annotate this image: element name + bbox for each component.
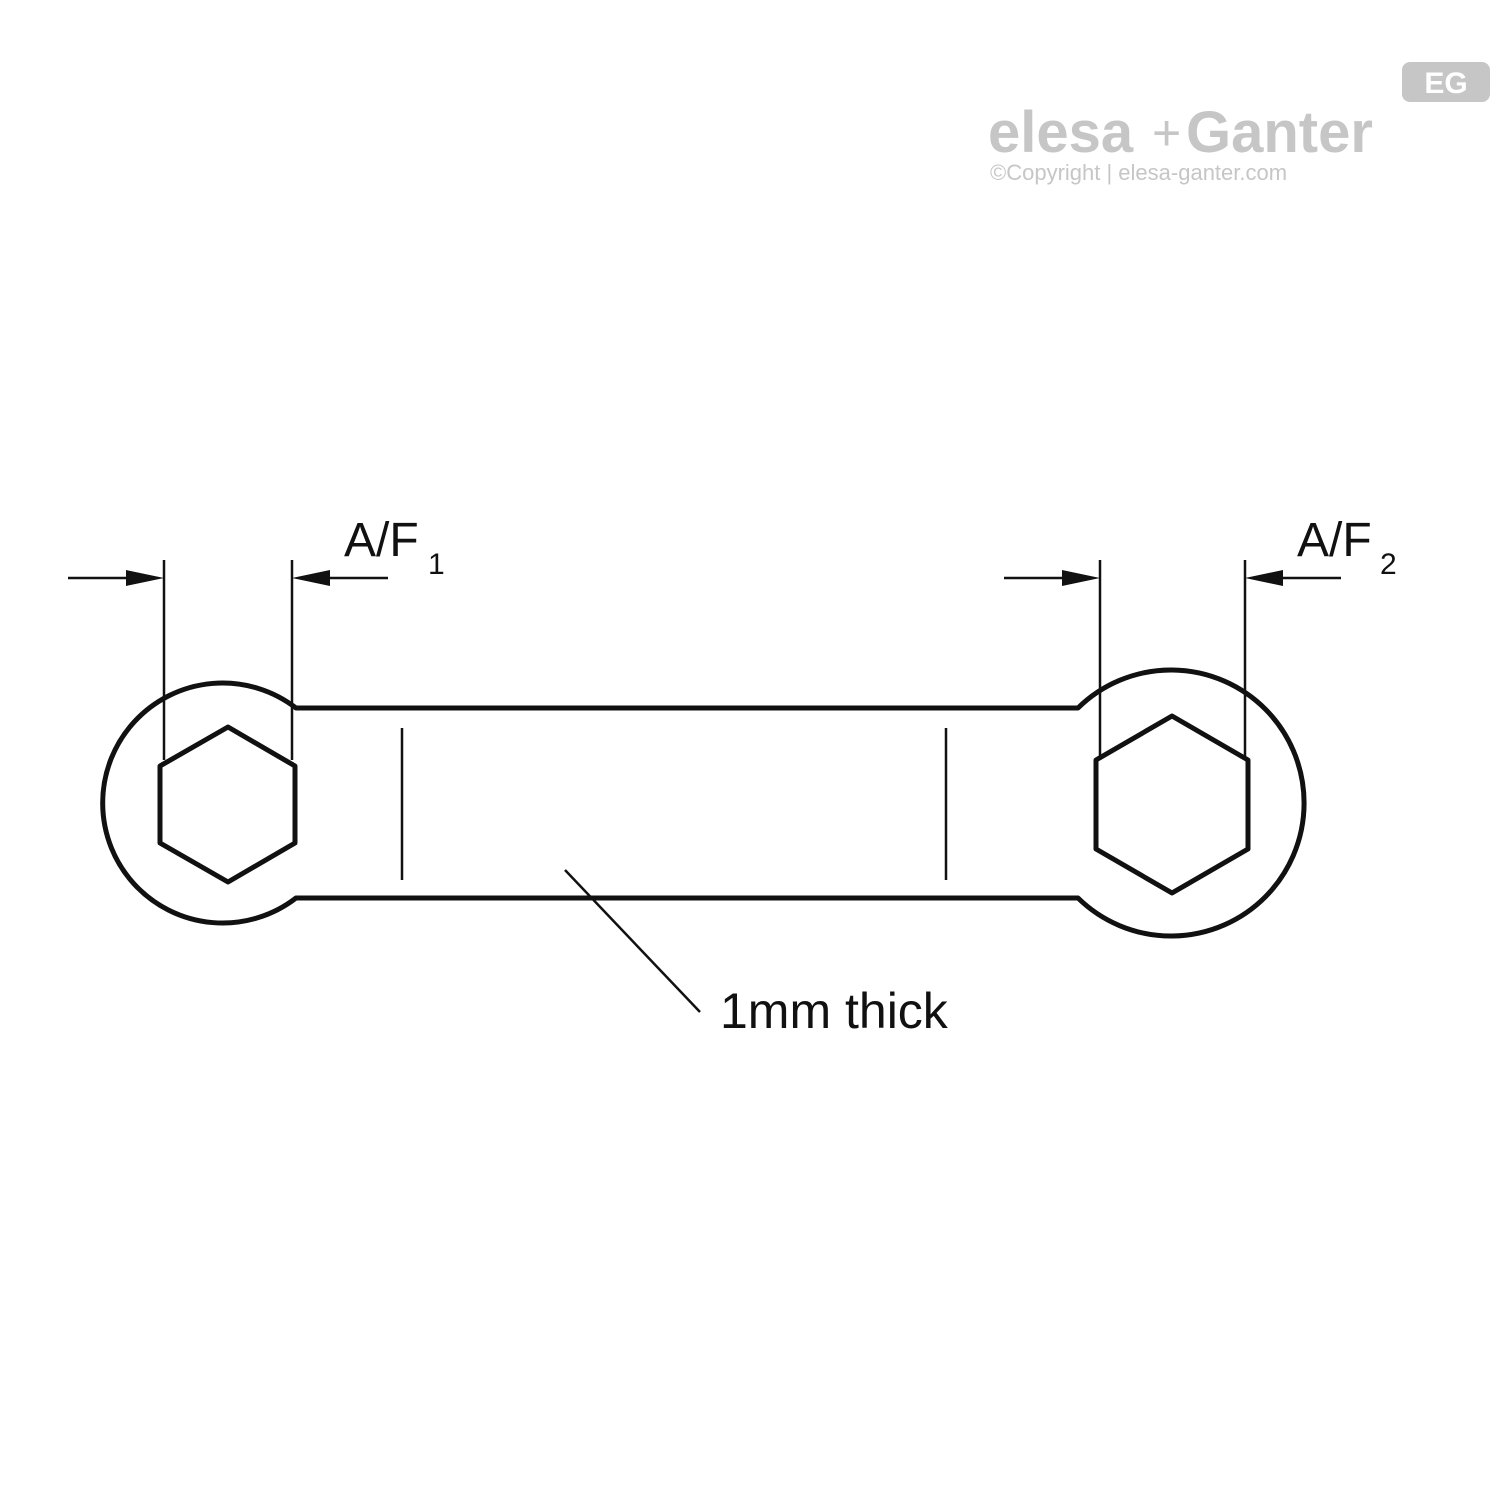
brand-plus-sign: + (1152, 105, 1181, 161)
copyright-notice: ©Copyright | elesa-ganter.com (990, 160, 1287, 185)
dimension-af2: A/F 2 (1004, 514, 1397, 760)
dimension-af1: A/F 1 (68, 514, 445, 760)
left-hex-hole (157, 724, 298, 885)
brand-name-ganter: Ganter (1186, 100, 1373, 165)
right-hex-hole (1093, 713, 1251, 896)
dimension-arrowhead (126, 570, 164, 586)
brand-badge: EG (1402, 62, 1490, 102)
brand-logo: EG elesa + Ganter ©Copyright | elesa-gan… (988, 62, 1490, 185)
dimension-subscript-af2: 2 (1380, 548, 1397, 581)
callout-leader-line (564, 869, 701, 1013)
dimension-arrowhead (292, 570, 330, 586)
dimension-label-af1: A/F (344, 514, 419, 567)
brand-badge-text: EG (1424, 67, 1467, 100)
thickness-callout-text: 1mm thick (720, 983, 949, 1039)
dimension-subscript-af1: 1 (428, 548, 445, 581)
dimension-label-af2: A/F (1297, 514, 1372, 567)
dimension-arrowhead (1062, 570, 1100, 586)
wrench-body-outline (100, 667, 1307, 939)
thickness-callout: 1mm thick (564, 869, 949, 1039)
brand-name-elesa: elesa (988, 100, 1134, 165)
dimension-arrowhead (1245, 570, 1283, 586)
